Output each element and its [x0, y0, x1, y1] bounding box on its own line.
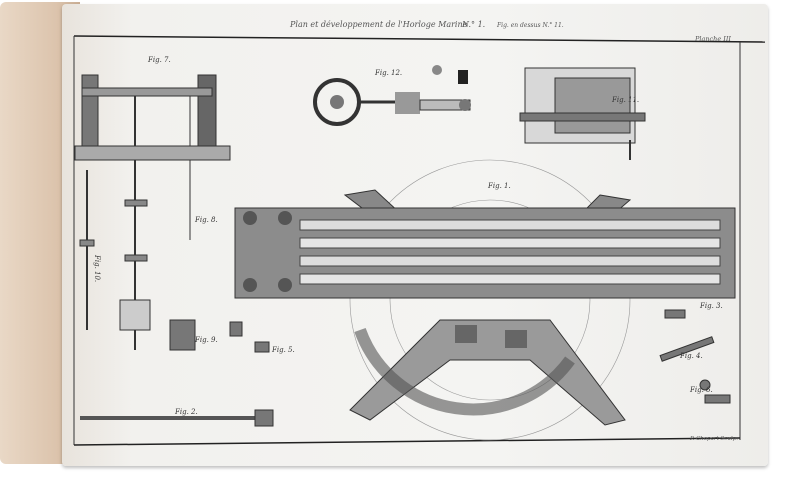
- plate-title: Plan et développement de l'Horloge Marin…: [290, 20, 468, 29]
- fig-1-drawing: [234, 159, 736, 441]
- fig-11-label: Fig. 11.: [611, 96, 639, 104]
- fig-10-label: Fig. 10.: [93, 254, 101, 282]
- fig-12-label: Fig. 12.: [374, 69, 402, 77]
- engraver-credit: P. Chopart Sculp.: [690, 436, 738, 442]
- fig-4-label: Fig. 4.: [679, 352, 703, 360]
- fig-6-label: Fig. 6.: [689, 386, 713, 394]
- fig-11-drawing: [519, 67, 646, 160]
- small-figures: [80, 309, 731, 427]
- fig-7-drawing: [74, 74, 231, 350]
- fig-8-label: Fig. 8.: [194, 216, 218, 224]
- plate-border-top: [73, 35, 766, 43]
- plate-number: N.° 1.: [462, 20, 486, 29]
- fig-7-label: Fig. 7.: [147, 56, 171, 64]
- planche-label: Planche III: [695, 35, 731, 43]
- fig-9-label: Fig. 9.: [194, 336, 218, 344]
- fig-12-drawing: [313, 65, 471, 126]
- plate-border-bottom: [73, 437, 741, 446]
- fig-2-label: Fig. 2.: [174, 408, 198, 416]
- plate-subtitle: Fig. en dessus N.° 11.: [497, 22, 564, 29]
- fig-1-label: Fig. 1.: [487, 182, 511, 190]
- fig-3-label: Fig. 3.: [699, 302, 723, 310]
- fig-5-label: Fig. 5.: [271, 346, 295, 354]
